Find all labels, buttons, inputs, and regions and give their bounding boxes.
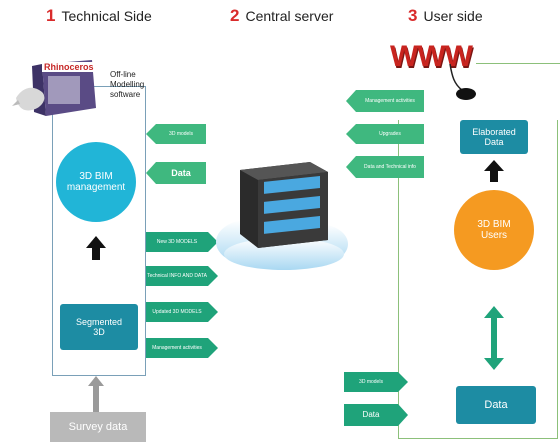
user-link-line-top xyxy=(476,63,560,64)
mouse-icon xyxy=(448,62,478,102)
survey-up-arrow-icon xyxy=(88,376,104,412)
elaborated-data-box: Elaborated Data xyxy=(460,120,528,154)
survey-data-box: Survey data xyxy=(50,412,146,442)
arrow-management-activities-out: Management activities xyxy=(146,338,218,358)
arrow-data-to-user: Data xyxy=(344,404,408,426)
rhino-software-icon: Rhinoceros xyxy=(12,58,104,122)
arrow-data-in: Data xyxy=(146,162,206,184)
rhino-caption: Off-line Modelling software xyxy=(110,70,145,99)
user-side-frame xyxy=(398,120,558,439)
arrow-data-technical-info: Data and Technical info xyxy=(346,156,424,178)
rhino-logo-text: Rhinoceros xyxy=(42,62,96,72)
technical-side-frame xyxy=(52,86,146,376)
segmented-3d-box: Segmented 3D xyxy=(60,304,138,350)
arrow-upgrades: Upgrades xyxy=(346,124,424,144)
arrow-management-activities-in: Management activities xyxy=(346,90,424,112)
up-arrow-icon xyxy=(86,236,106,260)
arrow-technical-info: Technical INFO AND DATA xyxy=(146,266,218,286)
bim-management-circle: 3D BIM management xyxy=(56,142,136,222)
arrow-updated-3d-models: Updated 3D MODELS xyxy=(146,302,218,322)
user-up-arrow-icon xyxy=(484,160,504,182)
www-logo: WWW xyxy=(390,40,473,73)
arrow-new-3d-models: New 3D MODELS xyxy=(146,232,218,252)
arrow-3d-models-in: 3D models xyxy=(146,124,206,144)
arrow-3d-models-to-user: 3D models xyxy=(344,372,408,392)
double-arrow-icon xyxy=(484,306,504,370)
bim-users-circle: 3D BIM Users xyxy=(454,190,534,270)
server-cloud-icon xyxy=(206,150,354,272)
user-data-box: Data xyxy=(456,386,536,424)
